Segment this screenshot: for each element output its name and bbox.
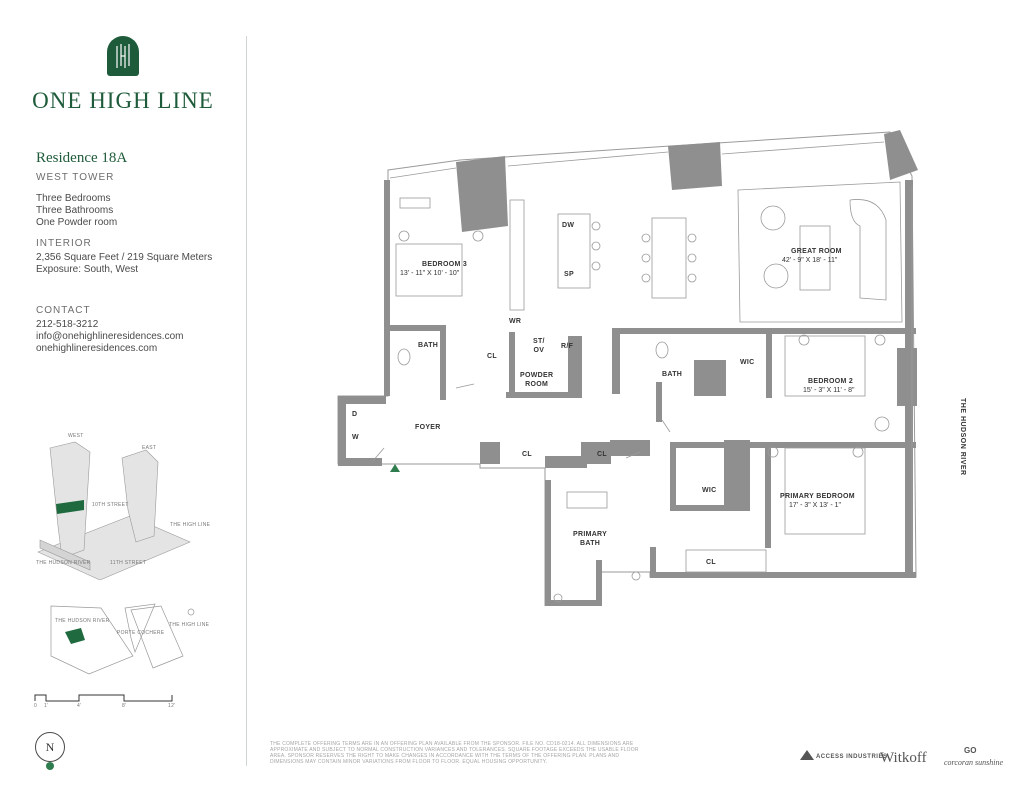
room-bedroom-2-dims: 15' - 3" X 11' - 8" xyxy=(803,387,855,394)
room-great-room-dims: 42' - 9" X 18' - 11" xyxy=(782,257,838,264)
room-bedroom-2: BEDROOM 2 xyxy=(808,378,854,385)
room-bedroom-3: BEDROOM 3 xyxy=(422,261,468,268)
logo-text: ONE HIGH LINE xyxy=(32,88,214,113)
key-plan: THE HUDSON RIVER PORTE COCHERE THE HIGH … xyxy=(35,598,215,678)
site-label-highline: THE HIGH LINE xyxy=(170,522,211,528)
room-powder: POWDER ROOM xyxy=(520,372,554,388)
room-primary-bedroom-dims: 17' - 3" X 13' - 1" xyxy=(789,502,842,509)
room-wic: WIC xyxy=(740,359,755,366)
site-label-10th: 10TH STREET xyxy=(92,502,129,508)
room-primary-bedroom: PRIMARY BEDROOM xyxy=(780,493,855,500)
key-label-hudson: THE HUDSON RIVER xyxy=(55,618,110,624)
room-cl-4: CL xyxy=(706,559,716,566)
room-bath: BATH xyxy=(418,342,439,349)
features-list: Three Bedrooms Three Bathrooms One Powde… xyxy=(36,193,117,229)
feature-item: Three Bathrooms xyxy=(36,205,114,216)
residence-title: Residence 18A xyxy=(36,150,128,166)
scale-tick: 4' xyxy=(77,703,82,709)
key-label-porte: PORTE COCHERE xyxy=(117,630,165,636)
contact-info: 212-518-3212 info@onehighlineresidences.… xyxy=(36,319,183,355)
site-label-11th: 11TH STREET xyxy=(110,560,147,566)
scale-bar: 0 1' 4' 8' 12' xyxy=(34,690,176,710)
room-dw: DW xyxy=(562,222,575,229)
interior-exposure: Exposure: South, West xyxy=(36,264,139,275)
interior-area: 2,356 Square Feet / 219 Square Meters xyxy=(36,252,213,263)
tower-label: WEST TOWER xyxy=(36,172,115,183)
compass-marker xyxy=(46,762,54,770)
site-label-east: EAST xyxy=(142,445,157,451)
floor-plan-drawing xyxy=(337,130,918,607)
room-bath-2: BATH xyxy=(662,371,683,378)
appliance-washer: W xyxy=(352,434,359,441)
scale-tick: 12' xyxy=(168,703,176,709)
logo-mark: 1H xyxy=(107,36,139,76)
scale-tick: 8' xyxy=(122,703,127,709)
room-rf: R/F xyxy=(561,343,574,350)
corcoran-sunshine-logo: corcoran sunshine xyxy=(944,758,1004,767)
interior-label: INTERIOR xyxy=(36,238,92,249)
room-cl-2: CL xyxy=(522,451,532,458)
feature-item: One Powder room xyxy=(36,217,118,228)
key-label-highline: THE HIGH LINE xyxy=(169,622,210,628)
contact-phone[interactable]: 212-518-3212 xyxy=(36,319,99,330)
contact-label: CONTACT xyxy=(36,305,91,316)
access-text: ACCESS INDUSTRIES xyxy=(815,754,888,760)
corcoran-mark: GO xyxy=(964,746,977,755)
room-great-room: GREAT ROOM xyxy=(791,248,842,255)
room-bedroom-3-dims: 13' - 11" X 10' - 10" xyxy=(400,270,460,277)
site-diagram: WEST EAST 10TH STREET THE HIGH LINE THE … xyxy=(30,430,211,581)
room-primary-bath: PRIMARY BATH xyxy=(573,531,608,547)
sidebar-divider xyxy=(246,36,247,766)
interior-info: 2,356 Square Feet / 219 Square Meters Ex… xyxy=(36,252,212,276)
scale-tick: 0 xyxy=(34,703,38,709)
room-foyer: FOYER xyxy=(415,424,441,431)
scale-tick: 1' xyxy=(44,703,49,709)
north-compass-icon: N xyxy=(35,732,65,762)
room-st-ov: ST/ OV xyxy=(533,338,545,354)
site-label-west: WEST xyxy=(68,433,84,439)
floor-plan: BEDROOM 3 13' - 11" X 10' - 10" DW SP GR… xyxy=(330,126,930,607)
contact-website[interactable]: onehighlineresidences.com xyxy=(36,343,158,354)
access-triangle-icon xyxy=(800,750,814,760)
room-sp: SP xyxy=(564,271,574,278)
contact-email[interactable]: info@onehighlineresidences.com xyxy=(36,331,184,342)
hudson-river-label: THE HUDSON RIVER xyxy=(959,398,966,476)
site-label-hudson: THE HUDSON RIVER xyxy=(36,560,91,566)
feature-item: Three Bedrooms xyxy=(36,193,111,204)
room-cl-3: CL xyxy=(597,451,607,458)
appliance-dryer: D xyxy=(352,411,358,418)
disclaimer-text: The complete offering terms are in an of… xyxy=(270,741,639,765)
access-industries-logo: ACCESS INDUSTRIES xyxy=(800,750,887,760)
room-cl: CL xyxy=(487,353,497,360)
legal-disclaimer: The complete offering terms are in an of… xyxy=(270,741,650,769)
witkoff-logo: Witkoff xyxy=(880,750,927,766)
room-wic-2: WIC xyxy=(702,487,717,494)
room-wr: WR xyxy=(509,318,522,325)
sidebar: 1H ONE HIGH LINE Residence 18A WEST TOWE… xyxy=(0,0,246,800)
